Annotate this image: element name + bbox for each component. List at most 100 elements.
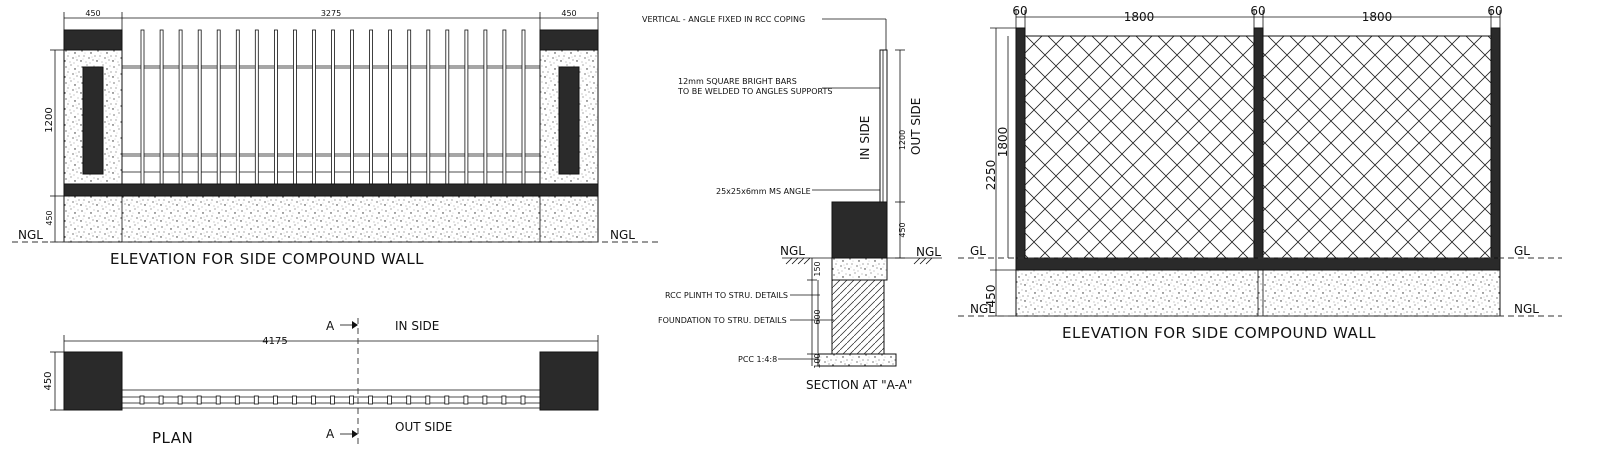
grill-bar [178,29,183,185]
plan-bar [501,395,507,405]
note-pcc: PCC 1:4:8 [738,355,777,364]
elevation-left-side-dimensions: 1200 450 [44,49,64,243]
section-dim-600: 600 [813,309,822,324]
dim-post-1: 60 [1012,4,1027,18]
grill-bar [483,29,488,185]
grill-bar [235,29,240,185]
plan-bar [215,395,221,405]
gl-label-left: GL [970,244,986,258]
grill-bar [197,29,202,185]
railing-grill [122,29,540,185]
gl-label-right: GL [1514,244,1530,258]
section-foundation [831,279,885,355]
note-ms-angle: 25x25x6mm MS ANGLE [716,187,811,196]
pillar-niche-left [82,66,104,175]
section-view: VERTICAL - ANGLE FIXED IN RCC COPING 12m… [642,15,942,392]
pillar-cap-right [539,29,599,51]
grill-bar [445,29,450,185]
section-vertical-bar [879,49,888,203]
mesh-panel-1 [1024,35,1255,259]
section-dim-100: 100 [813,353,822,368]
plan-bar [311,395,316,405]
plan-bar [196,395,202,405]
fence-post-1 [1015,27,1026,259]
plan-dim-length: 4175 [262,336,287,347]
ngl-label-right-left: NGL [970,302,995,316]
grill-bar [464,29,469,185]
pillar-niche-right [558,66,580,175]
section-ngl-right: NGL [916,245,941,259]
elevation-left: 450 3275 450 1200 450 [12,9,660,268]
section-dim-450: 450 [898,222,907,237]
dim-post-3: 60 [1487,4,1502,18]
grill-bar [502,29,507,185]
plan-dim-depth: 450 [43,371,54,390]
dim-mesh-height: 1800 [996,127,1010,158]
plan-bar [406,395,412,405]
dim-pillar-right: 450 [561,9,576,18]
plan-bar [520,395,526,405]
plan-bar [482,395,488,405]
section-title: SECTION AT "A-A" [806,378,912,392]
grill-bar [312,29,316,185]
fence-post-2 [1253,27,1264,259]
plan-bar [387,395,393,405]
grill-bar [369,29,374,185]
section-inside-label: IN SIDE [858,116,872,160]
grill-bar [407,29,412,185]
grill-bar [331,29,335,185]
section-plinth [831,257,888,281]
plan-pillar-right [539,351,599,411]
note-bars-line1: 12mm SQUARE BRIGHT BARS [678,77,797,86]
dim-wall-height: 1200 [44,107,55,132]
note-vertical-angle: VERTICAL - ANGLE FIXED IN RCC COPING [642,15,805,24]
ngl-label-right: NGL [610,228,635,242]
dim-pillar-left: 450 [85,9,100,18]
section-marker-top: A [326,319,335,333]
grill-bar [254,29,259,185]
plan-bar [444,395,450,405]
grill-bar [292,29,297,185]
dim-total-height: 2250 [984,160,998,191]
ngl-label-right-right: NGL [1514,302,1539,316]
dim-plinth-height: 450 [45,210,54,225]
plan-bars [139,395,526,405]
grill-bar [273,29,278,185]
plinth-wall [63,195,599,243]
plan-bar [463,395,469,405]
plinth-beam [63,183,599,197]
plan-bar [177,395,183,405]
plan-bar [158,395,164,405]
plan-bar [253,395,259,405]
plan-bar [349,395,355,405]
note-foundation: FOUNDATION TO STRU. DETAILS [658,316,787,325]
elevation-left-title: ELEVATION FOR SIDE COMPOUND WALL [110,250,424,268]
section-marker-bottom: A [326,427,335,441]
plan-bar [368,395,374,405]
fence-plinth-beam [1015,257,1501,271]
grill-bar [426,29,431,185]
elevation-left-top-dimensions: 450 3275 450 [63,9,599,30]
section-pcc [817,353,897,367]
dim-post-2: 60 [1250,4,1265,18]
plan-bar [425,395,431,405]
grill-bar [159,29,164,185]
section-coping [831,201,888,259]
elevation-right-title: ELEVATION FOR SIDE COMPOUND WALL [1062,324,1376,342]
dim-plinth-height-right: 450 [984,285,998,308]
mesh-panel-2 [1262,35,1492,259]
grill-bar [140,29,145,185]
dim-panel-2: 1800 [1362,10,1393,24]
grill-bar [388,29,393,185]
grill-bar [216,29,221,185]
note-bars-line2: TO BE WELDED TO ANGLES SUPPORTS [677,87,833,96]
elevation-right: 60 1800 60 1800 60 2250 1800 450 GL GL N… [958,4,1562,342]
dim-panel-1: 1800 [1124,10,1155,24]
plan-bar [234,395,240,405]
plan-view: 4175 450 A A IN SIDE OUT SIDE PLAN [43,318,599,447]
plan-bar [139,395,145,405]
plan-inside-label: IN SIDE [395,319,439,333]
note-plinth: RCC PLINTH TO STRU. DETAILS [665,291,788,300]
section-dim-150: 150 [813,261,822,276]
